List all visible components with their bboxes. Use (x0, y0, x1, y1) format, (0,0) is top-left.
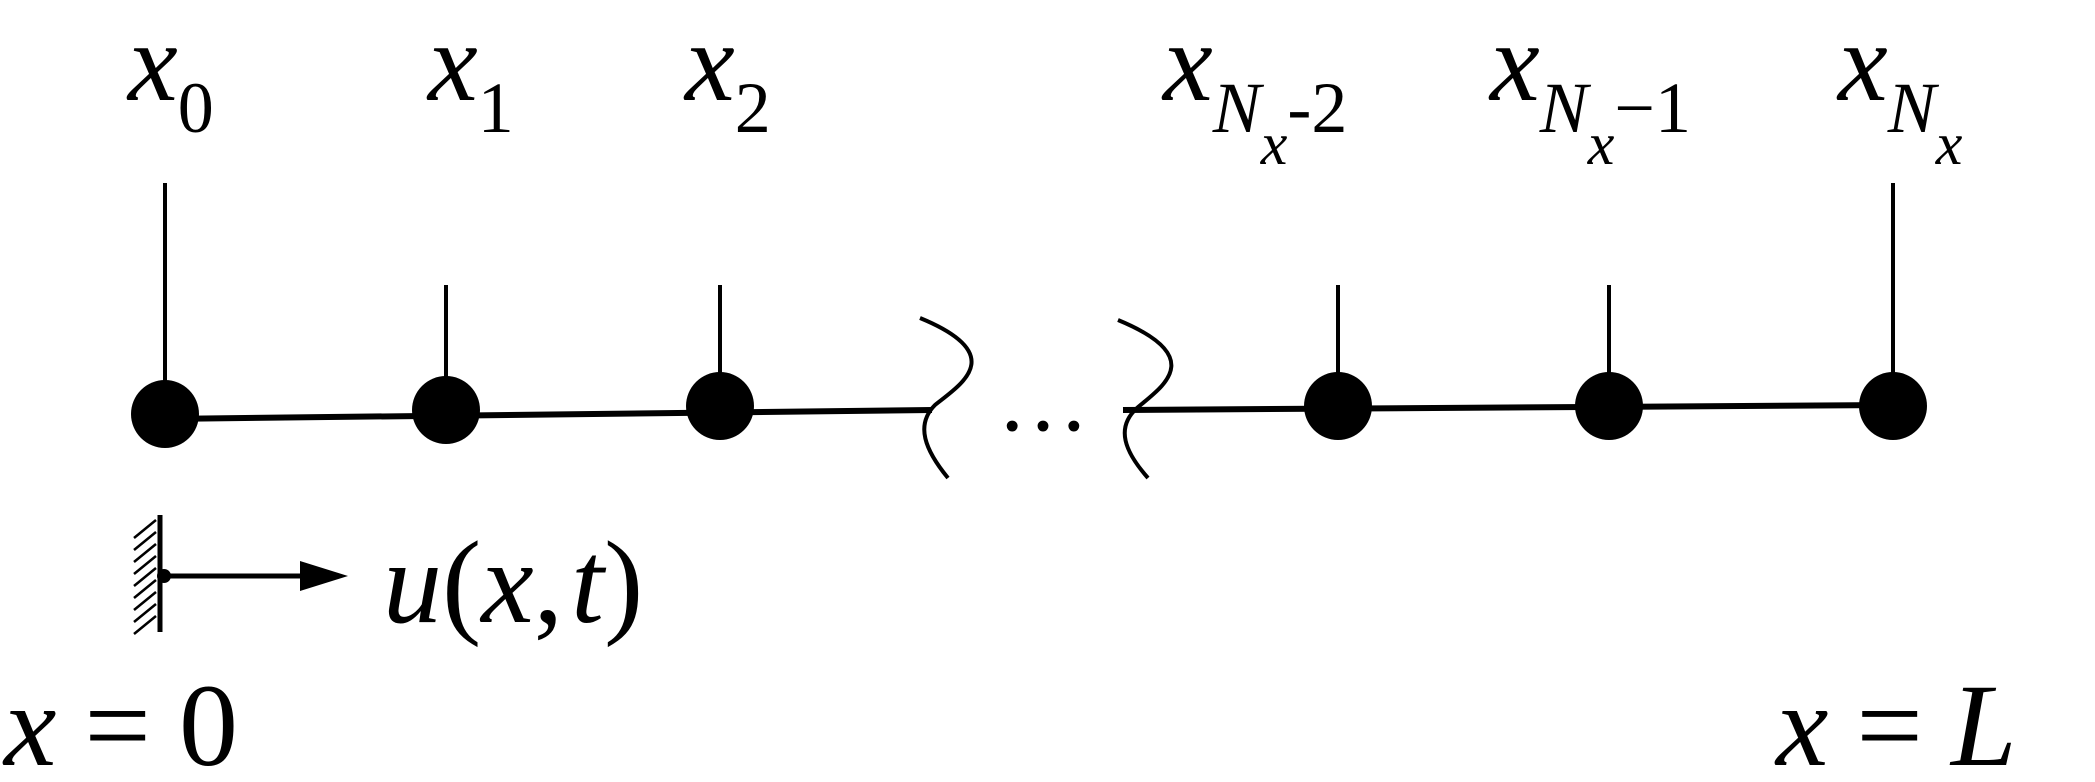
label-x2: x2 (683, 1, 771, 148)
disp-u: u (383, 517, 442, 648)
label-x0-var: x (126, 1, 178, 125)
right-boundary-label: x=L (1774, 660, 2017, 782)
disp-x: x (479, 517, 533, 648)
right-boundary-eq: = (1856, 660, 1923, 782)
label-x1-var: x (426, 1, 478, 125)
label-xn-sub: N (1887, 68, 1940, 148)
node-xn (1859, 372, 1927, 440)
disp-open: ( (442, 517, 481, 648)
label-xnm1-tail: −1 (1614, 68, 1691, 148)
label-xnm1: xNx−1 (1488, 1, 1691, 177)
left-boundary-var: x (2, 660, 56, 782)
left-boundary-value: 0 (179, 660, 238, 782)
node-x1 (412, 376, 480, 444)
ellipsis: … (997, 348, 1089, 450)
label-xn-var: x (1836, 1, 1888, 125)
fixed-wall-support (133, 515, 171, 635)
right-boundary-var: x (1774, 660, 1828, 782)
label-x1: x1 (426, 1, 514, 148)
label-x0-sub: 0 (178, 68, 214, 148)
label-xnm2-subsub: x (1260, 111, 1288, 177)
disp-close: ) (604, 517, 643, 648)
disp-t: t (571, 517, 607, 648)
label-x2-sub: 2 (735, 68, 771, 148)
arrow-head (300, 561, 348, 591)
label-xnm2-sub: N (1212, 68, 1265, 148)
label-xnm1-var: x (1488, 1, 1540, 125)
break-mark-right (1117, 318, 1174, 480)
label-xnm1-subsub: x (1587, 111, 1615, 177)
label-x1-sub: 1 (478, 68, 514, 148)
disp-comma: , (534, 517, 564, 648)
label-xn-subsub: x (1935, 111, 1963, 177)
node-xnm1 (1575, 372, 1643, 440)
displacement-label: u(x,t) (383, 517, 643, 648)
label-x0: x0 (126, 1, 214, 148)
right-boundary-value: L (1949, 660, 2017, 782)
label-xnm2: xNx-2 (1161, 1, 1347, 177)
node-x2 (686, 372, 754, 440)
bar-segment-left (162, 407, 933, 422)
label-x2-var: x (683, 1, 735, 125)
break-mark-left (919, 316, 974, 480)
node-x0 (131, 380, 199, 448)
label-xnm2-var: x (1161, 1, 1213, 125)
label-xn: xNx (1836, 1, 1963, 177)
bar-segment-right (1122, 402, 1895, 413)
label-xnm2-tail: -2 (1287, 68, 1347, 148)
left-boundary-eq: = (84, 660, 151, 782)
label-xnm1-sub: N (1539, 68, 1592, 148)
left-boundary-label: x=0 (2, 660, 238, 782)
node-xnm2 (1304, 372, 1372, 440)
